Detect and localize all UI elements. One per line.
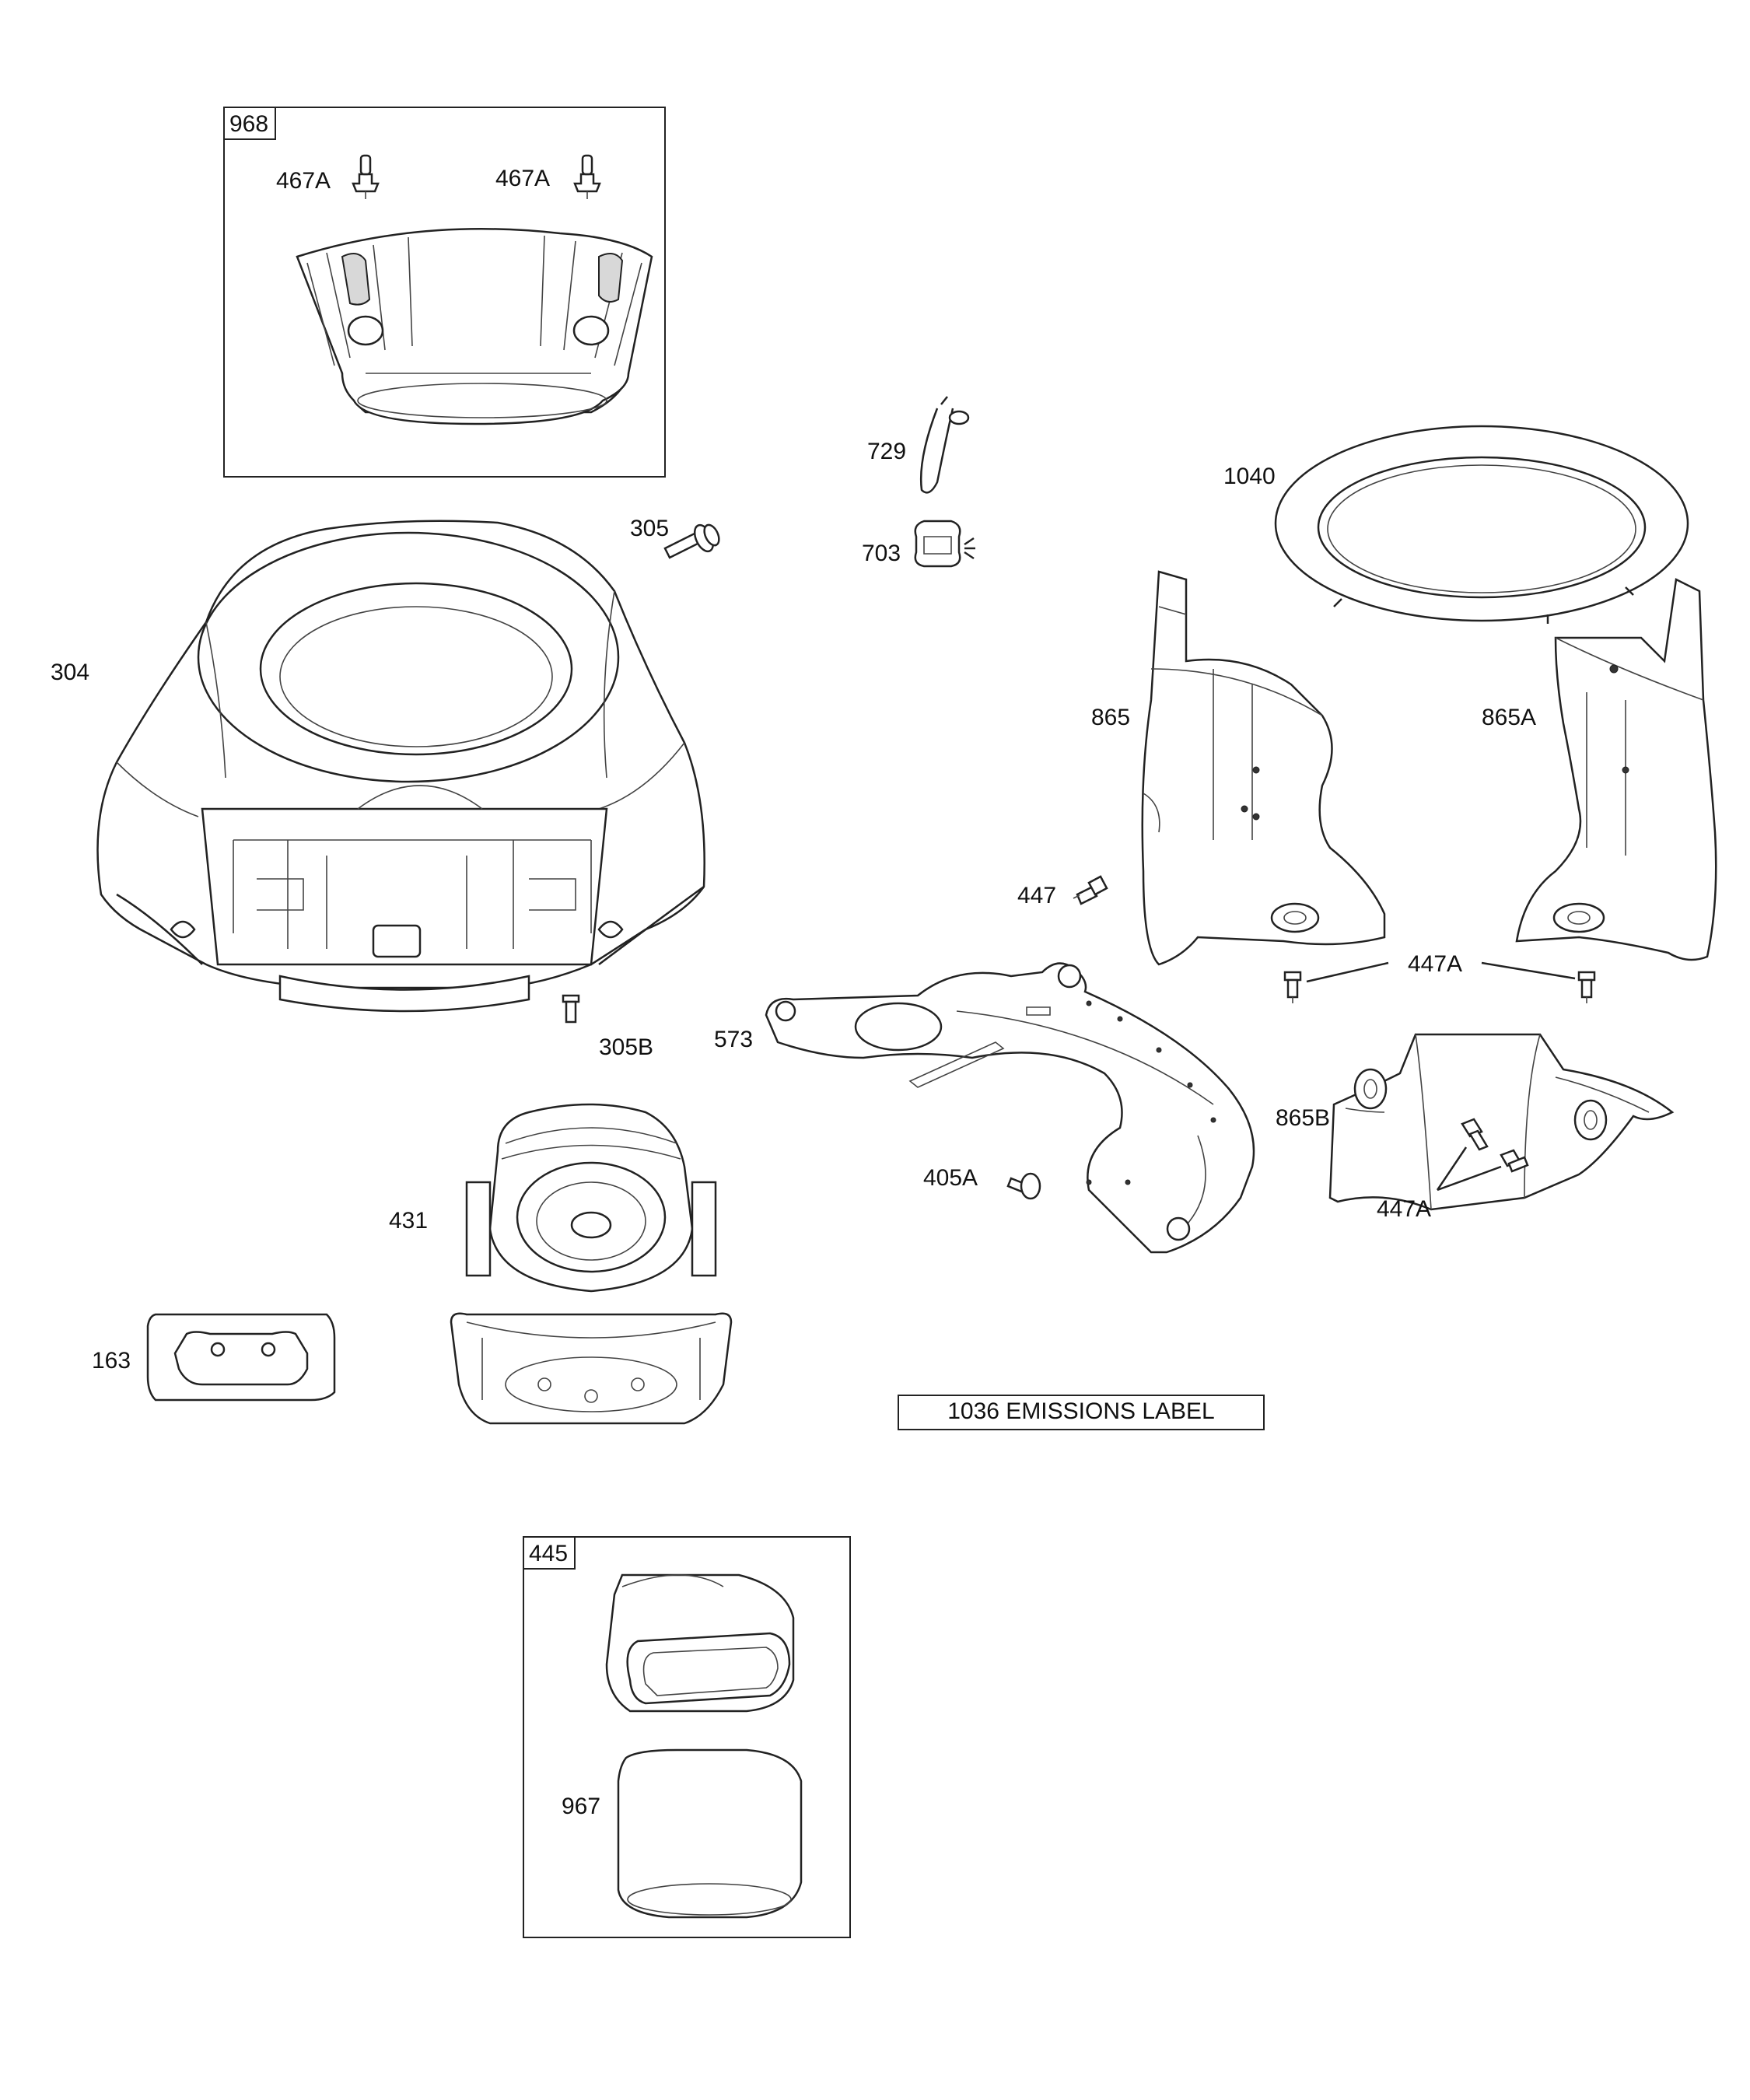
label-304: 304	[51, 660, 90, 685]
label-467a-left: 467A	[276, 168, 331, 194]
blower-housing-304[interactable]	[96, 520, 705, 1013]
bolt-305[interactable]	[663, 522, 722, 559]
label-467a-right: 467A	[495, 166, 551, 191]
emissions-label-box: 1036 EMISSIONS LABEL	[898, 1395, 1265, 1430]
pre-cleaner-967[interactable]	[617, 1748, 803, 1919]
leader-447a-left	[1306, 961, 1389, 983]
screw-405a[interactable]	[1006, 1172, 1041, 1200]
label-163: 163	[92, 1348, 131, 1374]
label-305b: 305B	[599, 1034, 654, 1060]
clip-703[interactable]	[914, 520, 975, 568]
screw-447a-bottom-left[interactable]	[1461, 1118, 1489, 1151]
baffle-573[interactable]	[765, 962, 1255, 1254]
kit-445-label: 445	[523, 1536, 576, 1570]
label-405a: 405A	[923, 1165, 978, 1191]
cover-968[interactable]	[296, 228, 653, 425]
kit-445-frame	[523, 1536, 851, 1938]
label-431: 431	[389, 1208, 429, 1234]
label-865a: 865A	[1482, 705, 1537, 730]
label-865b: 865B	[1276, 1105, 1331, 1131]
screw-467a-left[interactable]	[352, 154, 380, 199]
shroud-865[interactable]	[1141, 570, 1386, 966]
air-cleaner-base-431[interactable]	[450, 1103, 733, 1425]
shroud-865a[interactable]	[1515, 578, 1717, 961]
label-447a-bottom: 447A	[1377, 1196, 1432, 1222]
kit-968-frame	[223, 107, 666, 478]
leader-447a-bottom	[1436, 1146, 1502, 1192]
screw-447a-top-left[interactable]	[1283, 971, 1302, 1003]
label-865: 865	[1091, 705, 1131, 730]
label-729: 729	[867, 439, 907, 464]
air-filter-445[interactable]	[605, 1573, 795, 1713]
shroud-865b[interactable]	[1328, 1033, 1675, 1211]
screw-447a-top-right[interactable]	[1577, 971, 1596, 1003]
screw-447[interactable]	[1073, 875, 1108, 905]
screw-467a-right[interactable]	[573, 154, 601, 199]
ring-1040[interactable]	[1274, 425, 1689, 624]
gasket-163[interactable]	[146, 1313, 336, 1402]
tie-strap-729[interactable]	[919, 396, 970, 494]
screw-447a-bottom-right[interactable]	[1500, 1149, 1529, 1173]
label-967: 967	[562, 1794, 601, 1819]
label-447a-top: 447A	[1408, 951, 1463, 977]
label-305: 305	[630, 516, 670, 541]
kit-968-label: 968	[223, 107, 277, 140]
screw-305b[interactable]	[562, 994, 580, 1024]
label-1040: 1040	[1223, 464, 1276, 489]
label-447: 447	[1017, 883, 1057, 908]
label-573: 573	[714, 1027, 754, 1052]
label-703: 703	[862, 541, 901, 566]
leader-447a-right	[1481, 961, 1576, 980]
